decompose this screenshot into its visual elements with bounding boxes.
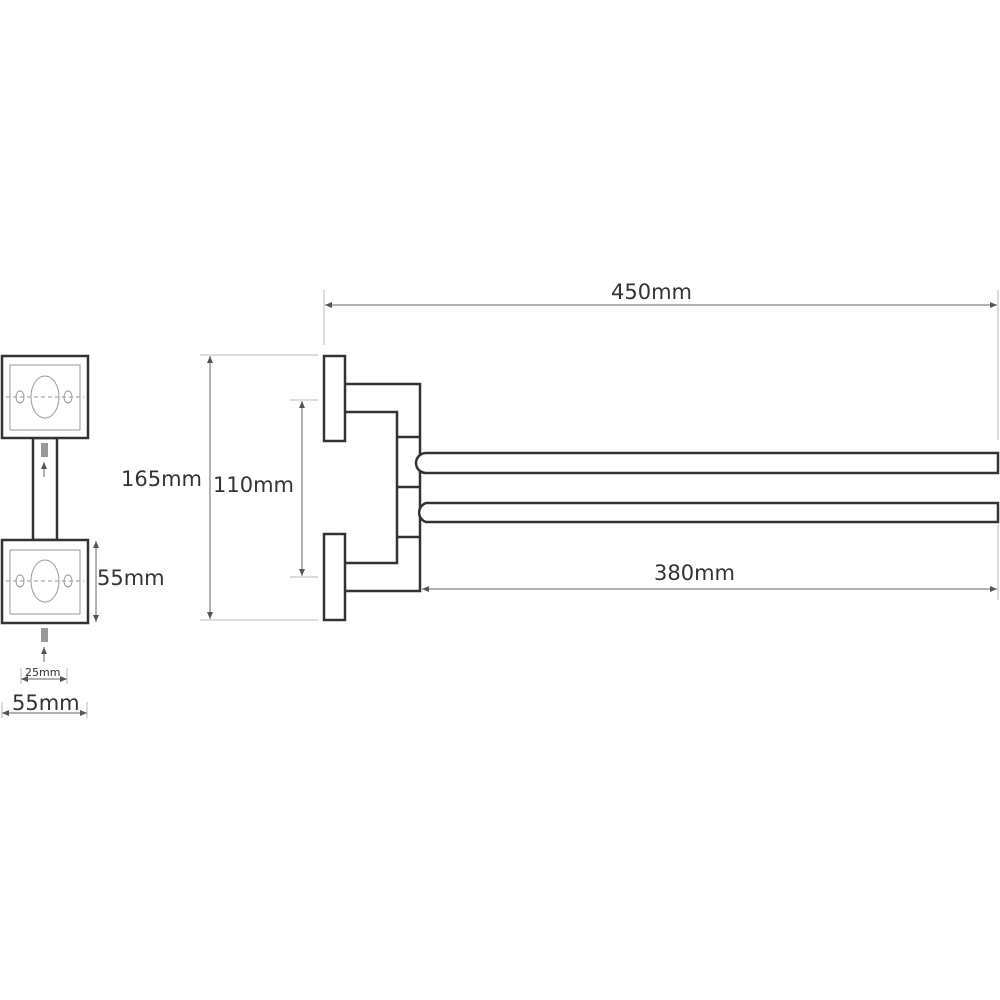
rail-length-label: 380mm [654,561,735,585]
overall-height-label: 165mm [121,467,202,491]
screw-icon [41,628,48,642]
inner-arm [345,410,399,565]
rail-spacing-label: 110mm [213,473,294,497]
screw-icon [41,443,48,457]
overall-length-label: 450mm [611,280,692,304]
wall-plate-top [0,354,90,440]
towel-bar-upper [414,451,1000,475]
side-view-towel-rail: 450mm 380mm 165mm 110mm [121,280,1000,622]
wall-plate-top [322,354,347,443]
plate-height-label: 55mm [97,566,165,590]
plate-width-label: 55mm [12,691,80,715]
towel-bar-lower [417,501,1000,524]
hole-spacing-label: 25mm [25,666,60,679]
front-view-wall-plates: 55mm 25mm 55mm [0,354,165,718]
wall-plate-bottom [0,538,90,625]
wall-plate-bottom [322,532,347,622]
